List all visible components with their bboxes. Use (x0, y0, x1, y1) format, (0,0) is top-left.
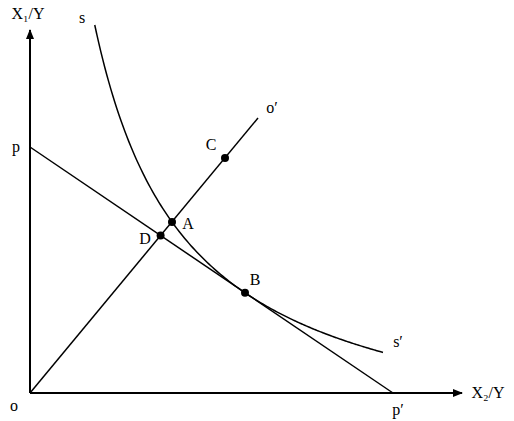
horizontal-axis (30, 392, 462, 394)
vertical-axis (29, 30, 31, 393)
origin-label: o (10, 398, 18, 414)
point-dot (241, 289, 249, 297)
point-label: C (206, 137, 217, 153)
point-dot (221, 154, 229, 162)
axis-label: X₂/Y (471, 385, 504, 401)
intercept-label: p (12, 139, 20, 155)
curve-label: s (79, 10, 85, 26)
intercept-label: p′ (392, 402, 404, 418)
axis-label: X₁/Y (11, 6, 44, 22)
curve-label: s′ (393, 334, 403, 350)
factor-ray (30, 118, 258, 393)
isoquant-curve (95, 25, 383, 352)
point-dot (157, 232, 165, 240)
point-label: A (182, 216, 194, 232)
isocost-line (30, 147, 393, 393)
point-label: D (139, 231, 151, 247)
ray-label: o′ (266, 100, 278, 116)
point-label: B (250, 272, 261, 288)
point-dot (168, 218, 176, 226)
